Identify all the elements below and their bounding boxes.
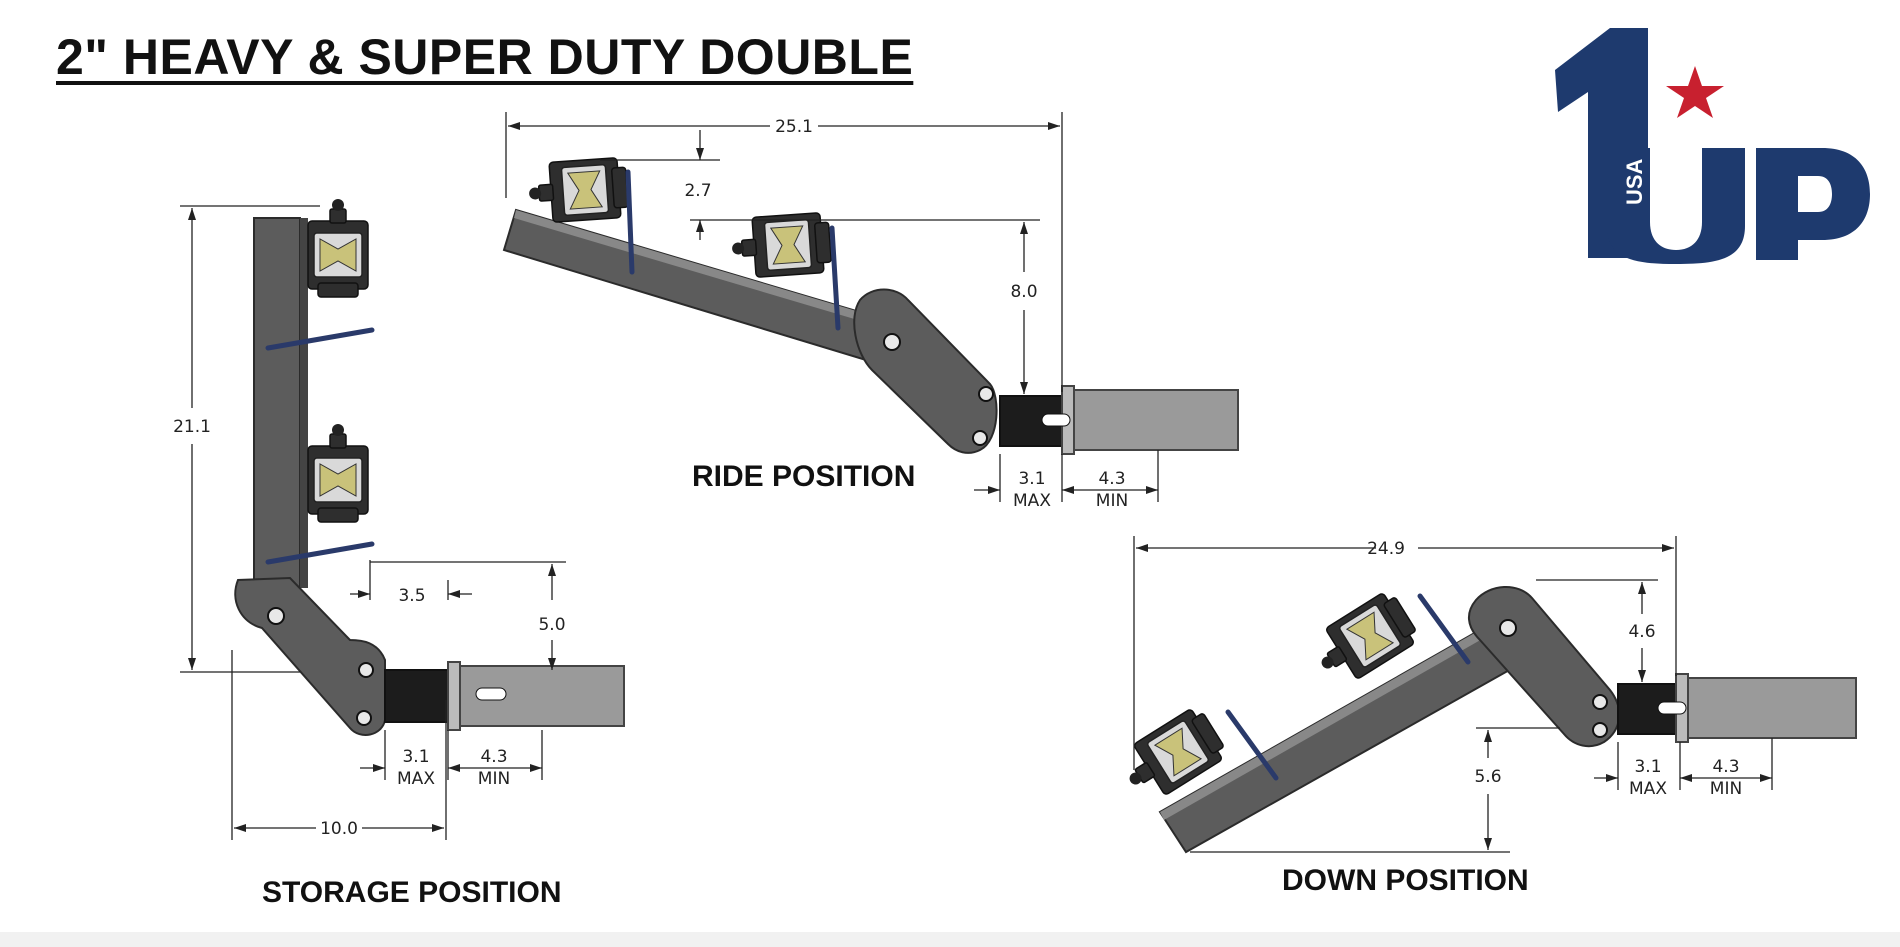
storage-position-label: STORAGE POSITION — [262, 876, 562, 909]
dim-down-max-label: MAX — [1629, 779, 1667, 799]
dim-ride-min: 4.3 — [1098, 469, 1125, 489]
1up-usa-logo: USA — [1555, 28, 1870, 264]
logo-country: USA — [1622, 158, 1647, 205]
dim-ride-length: 25.1 — [775, 117, 813, 137]
dim-down-length: 24.9 — [1367, 539, 1405, 559]
dim-down-rise: 4.6 — [1628, 622, 1655, 642]
dim-storage-max: 3.1 — [402, 747, 429, 767]
dim-storage-width: 10.0 — [320, 819, 358, 839]
storage-rack-drawing — [234, 198, 625, 736]
storage-dimensions: 21.1 3.5 5.0 10.0 3.1 MAX 4.3 MIN — [173, 205, 566, 840]
dim-ride-rise: 8.0 — [1010, 282, 1037, 302]
dim-down-min: 4.3 — [1712, 757, 1739, 777]
down-position-label: DOWN POSITION — [1282, 864, 1529, 897]
down-rack-drawing — [1113, 585, 1857, 854]
dim-down-max: 3.1 — [1634, 757, 1661, 777]
dim-storage-max-label: MAX — [397, 769, 435, 789]
dim-storage-offset: 3.5 — [398, 586, 425, 606]
dim-storage-height: 21.1 — [173, 417, 211, 437]
dim-storage-min: 4.3 — [480, 747, 507, 767]
down-dimensions: 24.9 4.6 5.6 3.1 MAX 4.3 MIN — [1133, 536, 1773, 853]
dim-storage-rise: 5.0 — [538, 615, 565, 635]
dim-down-drop: 5.6 — [1474, 767, 1501, 787]
ride-dimensions: 25.1 2.7 8.0 3.1 MAX 4.3 MIN — [505, 112, 1159, 511]
dim-ride-max: 3.1 — [1018, 469, 1045, 489]
page-title: 2" HEAVY & SUPER DUTY DOUBLE — [56, 29, 914, 85]
dim-ride-step: 2.7 — [684, 181, 711, 201]
dim-down-min-label: MIN — [1710, 779, 1742, 799]
dim-ride-max-label: MAX — [1013, 491, 1051, 511]
ride-position-label: RIDE POSITION — [692, 460, 916, 493]
ride-rack-drawing — [502, 156, 1239, 455]
bottom-strip — [0, 932, 1900, 947]
dim-ride-min-label: MIN — [1096, 491, 1128, 511]
dim-storage-min-label: MIN — [478, 769, 510, 789]
